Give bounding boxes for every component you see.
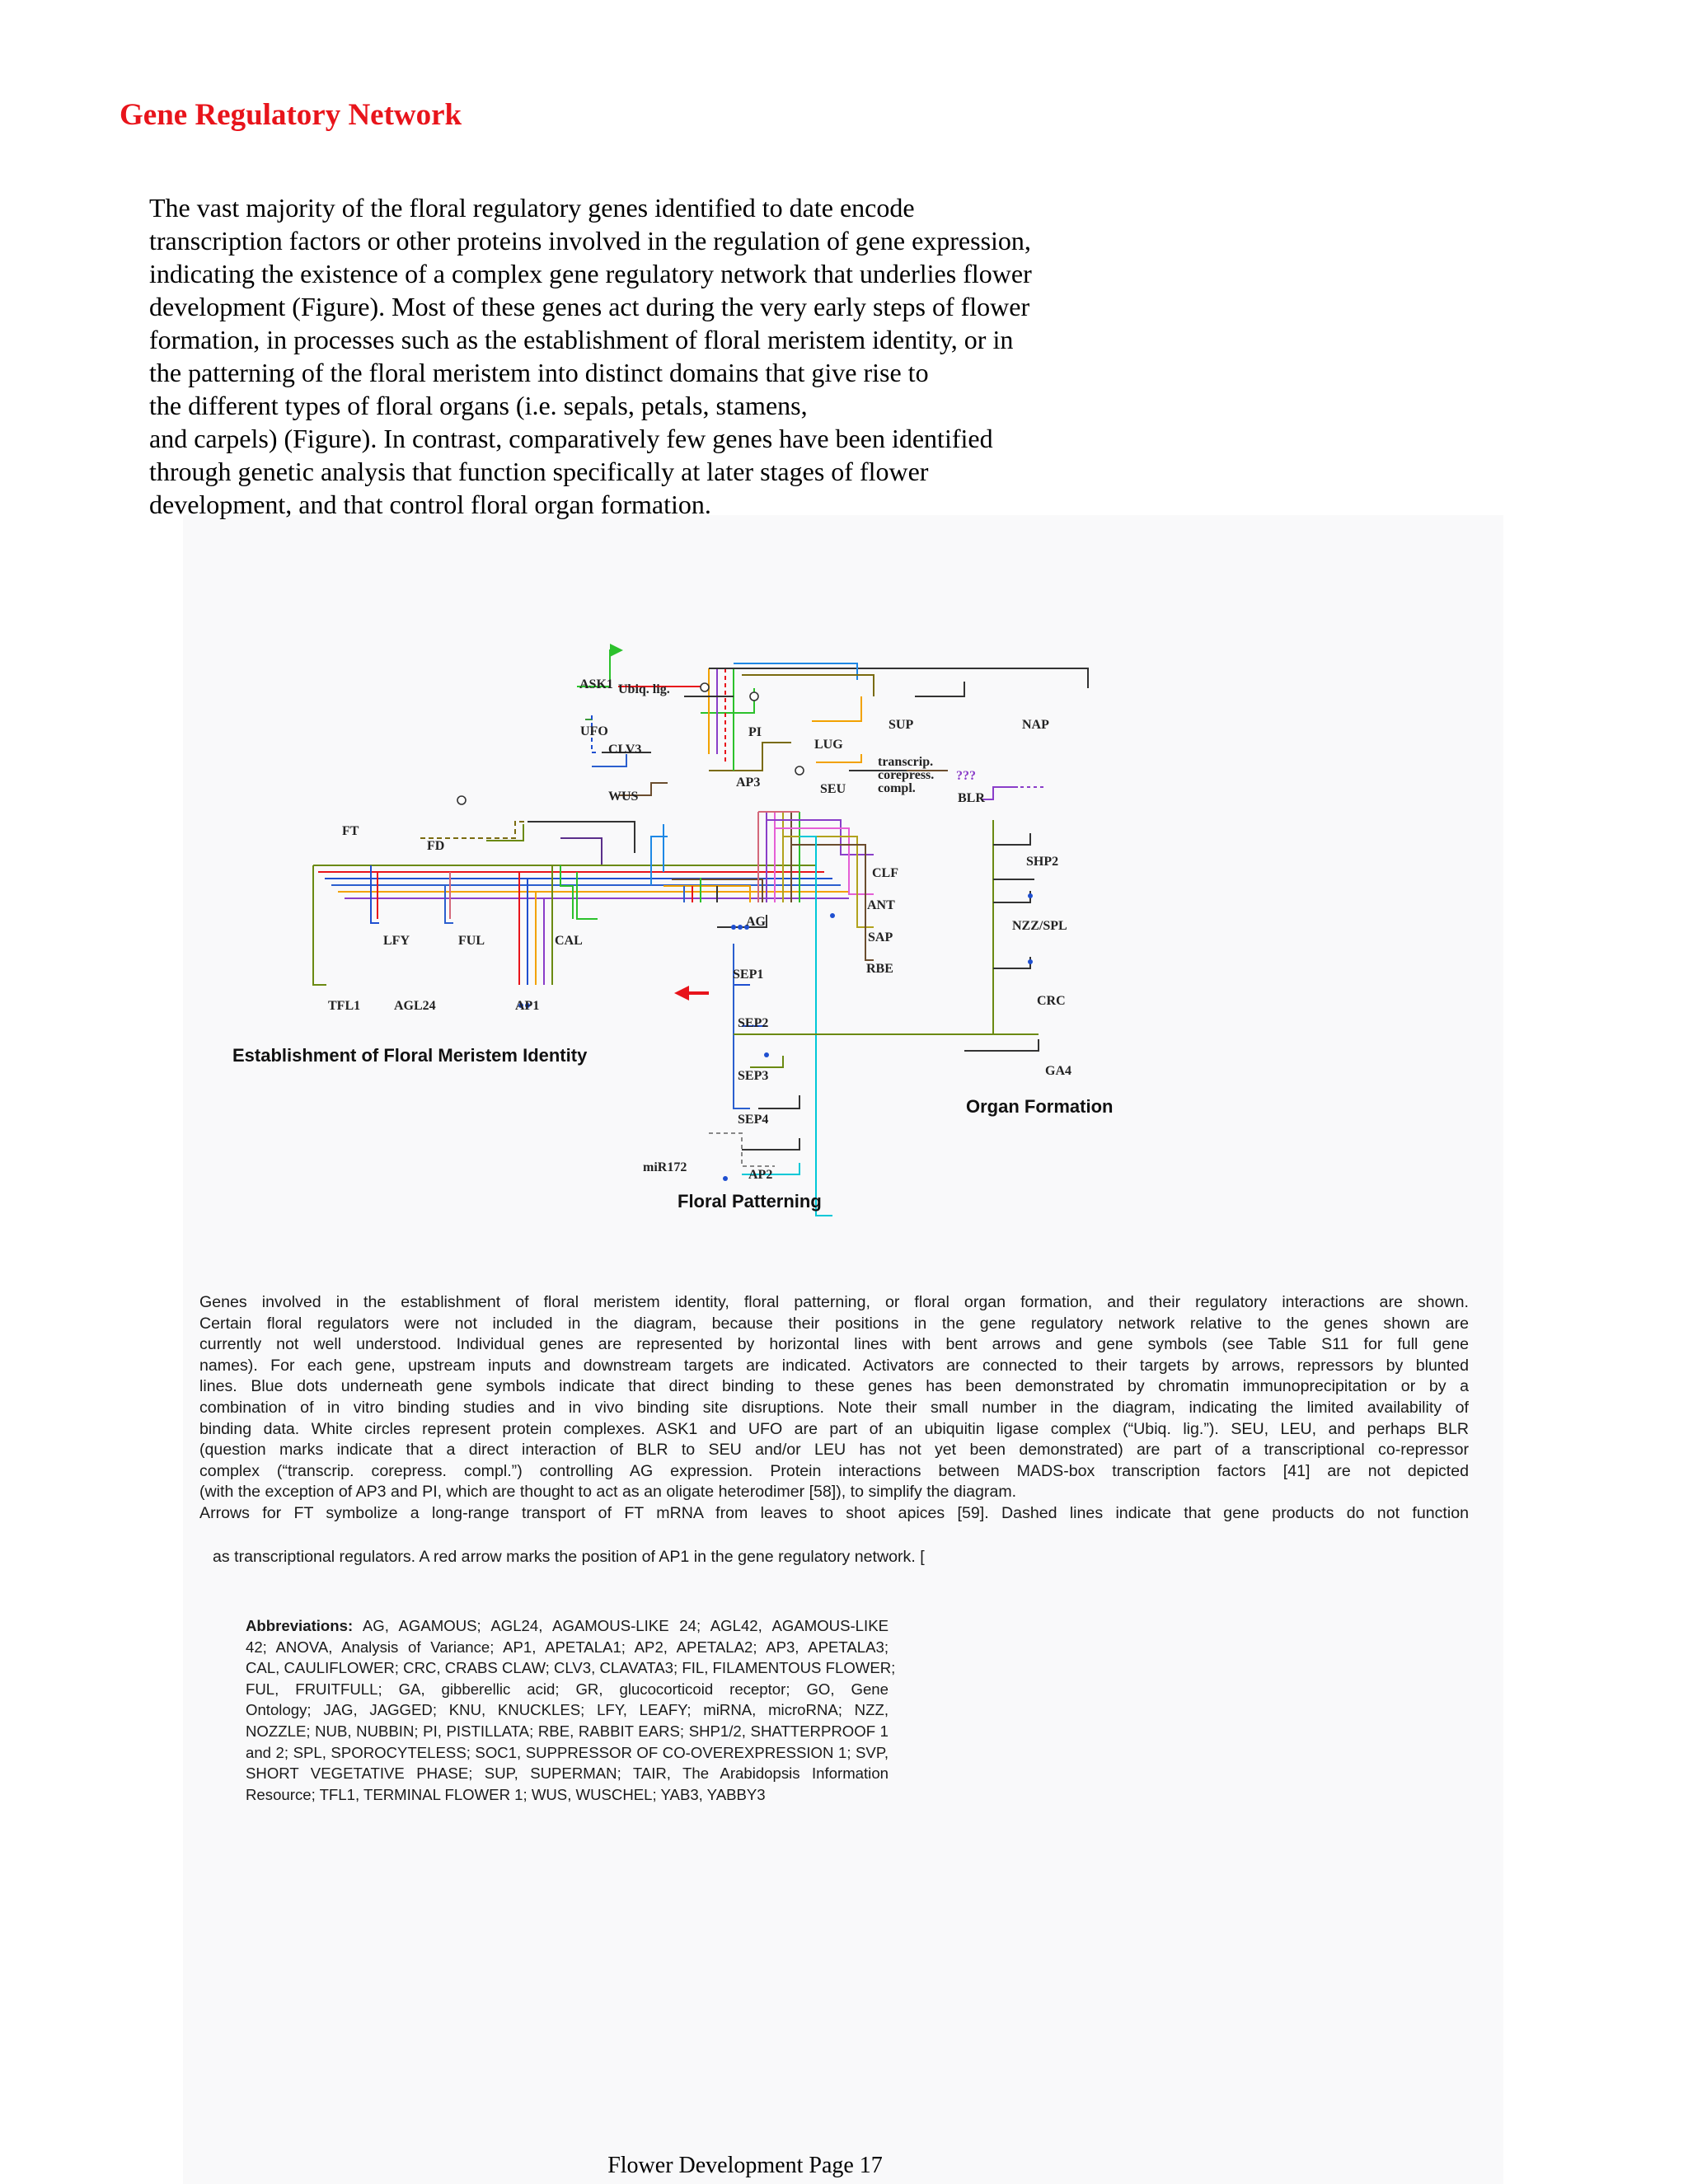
- complex-label: ???: [956, 769, 976, 783]
- intro-line: through genetic analysis that function s…: [149, 457, 929, 486]
- gene-label: CLF: [872, 866, 898, 880]
- intro-line: the patterning of the floral meristem in…: [149, 358, 929, 387]
- page-heading: Gene Regulatory Network: [120, 98, 462, 132]
- intro-line: development (Figure). Most of these gene…: [149, 292, 1030, 321]
- gene-network-diagram: ASK1 Ubiq. lig. UFO CLV3 WUS PI AP3 LUG …: [232, 644, 1113, 1216]
- gene-label: PI: [748, 725, 762, 739]
- intro-line: The vast majority of the floral regulato…: [149, 193, 915, 223]
- gene-label: WUS: [608, 790, 639, 804]
- gene-label: SEP4: [738, 1113, 768, 1127]
- intro-line: and carpels) (Figure). In contrast, comp…: [149, 424, 993, 453]
- caption-line: names). For each gene, upstream inputs a…: [199, 1356, 1469, 1375]
- intro-paragraph: The vast majority of the floral regulato…: [149, 191, 1221, 521]
- gene-label: ANT: [867, 898, 895, 912]
- caption-line: Genes involved in the establishment of f…: [199, 1293, 1469, 1311]
- section-label-establishment: Establishment of Floral Meristem Identit…: [232, 1045, 588, 1066]
- gene-label: miR172: [643, 1160, 687, 1174]
- gene-label: RBE: [866, 962, 893, 976]
- abbreviations-line: Ontology; JAG, JAGGED; KNU, KNUCKLES; LF…: [246, 1701, 889, 1719]
- gene-label: SUP: [889, 718, 913, 732]
- complex-label: corepress.: [878, 768, 934, 782]
- abbreviations-line: NOZZLE; NUB, NUBBIN; PI, PISTILLATA; RBE…: [246, 1722, 889, 1740]
- binding-dots: [518, 893, 1033, 1181]
- gene-label: UFO: [580, 724, 608, 738]
- abbreviations-line: FUL, FRUITFULL; GA, gibberellic acid; GR…: [246, 1680, 889, 1698]
- section-label-patterning: Floral Patterning: [678, 1191, 822, 1212]
- caption-line: currently not well understood. Individua…: [199, 1335, 1469, 1354]
- gene-lines: [312, 644, 1089, 1216]
- section-label-organ: Organ Formation: [966, 1096, 1113, 1117]
- intro-line: transcription factors or other proteins …: [149, 226, 1031, 255]
- gene-labels: ASK1 Ubiq. lig. UFO CLV3 WUS PI AP3 LUG …: [232, 677, 1113, 1212]
- abbreviations-line: SHORT VEGETATIVE PHASE; SUP, SUPERMAN; T…: [246, 1765, 889, 1783]
- caption-line: Certain floral regulators were not inclu…: [199, 1314, 1469, 1333]
- caption-line: combination of in vitro binding studies …: [199, 1398, 1469, 1417]
- gene-label: SEP3: [738, 1069, 768, 1083]
- caption-extra-line: as transcriptional regulators. A red arr…: [213, 1548, 925, 1566]
- intro-line: the different types of floral organs (i.…: [149, 391, 808, 420]
- gene-label: FD: [427, 839, 444, 853]
- gene-label: CAL: [555, 934, 583, 948]
- abbreviations-line: AG, AGAMOUS; AGL24, AGAMOUS-LIKE 24; AGL…: [353, 1617, 889, 1634]
- gene-label: CLV3: [608, 743, 641, 757]
- figure-caption: Genes involved in the establishment of f…: [199, 1292, 1469, 1525]
- abbreviations-line: Resource; TFL1, TERMINAL FLOWER 1; WUS, …: [246, 1785, 766, 1803]
- abbreviations-label: Abbreviations:: [246, 1617, 354, 1634]
- intro-line: development, and that control floral org…: [149, 490, 711, 519]
- abbreviations-line: CAL, CAULIFLOWER; CRC, CRABS CLAW; CLV3,…: [246, 1659, 896, 1677]
- caption-line: (question marks indicate that a direct i…: [199, 1441, 1469, 1460]
- gene-label: CRC: [1037, 994, 1066, 1008]
- gene-label: LFY: [383, 934, 410, 948]
- gene-label: SHP2: [1026, 855, 1058, 869]
- gene-label: SAP: [868, 930, 893, 944]
- gene-label: AP1: [515, 999, 539, 1013]
- caption-line: Arrows for FT symbolize a long-range tra…: [199, 1503, 1469, 1522]
- gene-label: SEP1: [733, 968, 763, 982]
- gene-label: LUG: [814, 738, 843, 752]
- gene-label: FT: [342, 824, 359, 838]
- gene-label: GA4: [1045, 1064, 1071, 1078]
- gene-label: SEP2: [738, 1016, 768, 1030]
- abbreviations-line: and 2; SPL, SPOROCYTELESS; SOC1, SUPPRES…: [246, 1743, 889, 1761]
- caption-line: lines. Blue dots underneath gene symbols…: [199, 1377, 1469, 1396]
- gene-label: SEU: [820, 782, 846, 796]
- caption-line: binding data. White circles represent pr…: [199, 1419, 1469, 1438]
- gene-label: BLR: [958, 791, 985, 805]
- gene-label: AG: [746, 915, 767, 929]
- abbreviations-line: 42; ANOVA, Analysis of Variance; AP1, AP…: [246, 1638, 889, 1656]
- page-footer: Flower Development Page 17: [607, 2153, 883, 2178]
- gene-label: AP3: [736, 776, 760, 790]
- gene-label: NZZ/SPL: [1012, 919, 1067, 933]
- intro-line: indicating the existence of a complex ge…: [149, 259, 1032, 288]
- red-arrow-marker: [674, 986, 709, 1001]
- abbreviations-block: Abbreviations: AG, AGAMOUS; AGL24, AGAMO…: [246, 1615, 896, 1805]
- caption-line: complex (“transcrip. corepress. compl.”)…: [199, 1461, 1469, 1480]
- figure-background: [183, 515, 1503, 2184]
- complex-label: compl.: [878, 781, 916, 795]
- gene-label: AGL24: [394, 999, 436, 1013]
- complex-circles: [457, 682, 804, 805]
- gene-label: NAP: [1022, 718, 1049, 732]
- gene-label: ASK1: [579, 677, 613, 691]
- caption-line: (with the exception of AP3 and PI, which…: [199, 1483, 1017, 1502]
- complex-label: Ubiq. lig.: [618, 682, 670, 696]
- complex-label: transcrip.: [878, 755, 933, 769]
- intro-line: formation, in processes such as the esta…: [149, 325, 1014, 354]
- gene-label: FUL: [458, 934, 485, 948]
- gene-label: AP2: [748, 1168, 772, 1182]
- gene-label: TFL1: [328, 999, 360, 1013]
